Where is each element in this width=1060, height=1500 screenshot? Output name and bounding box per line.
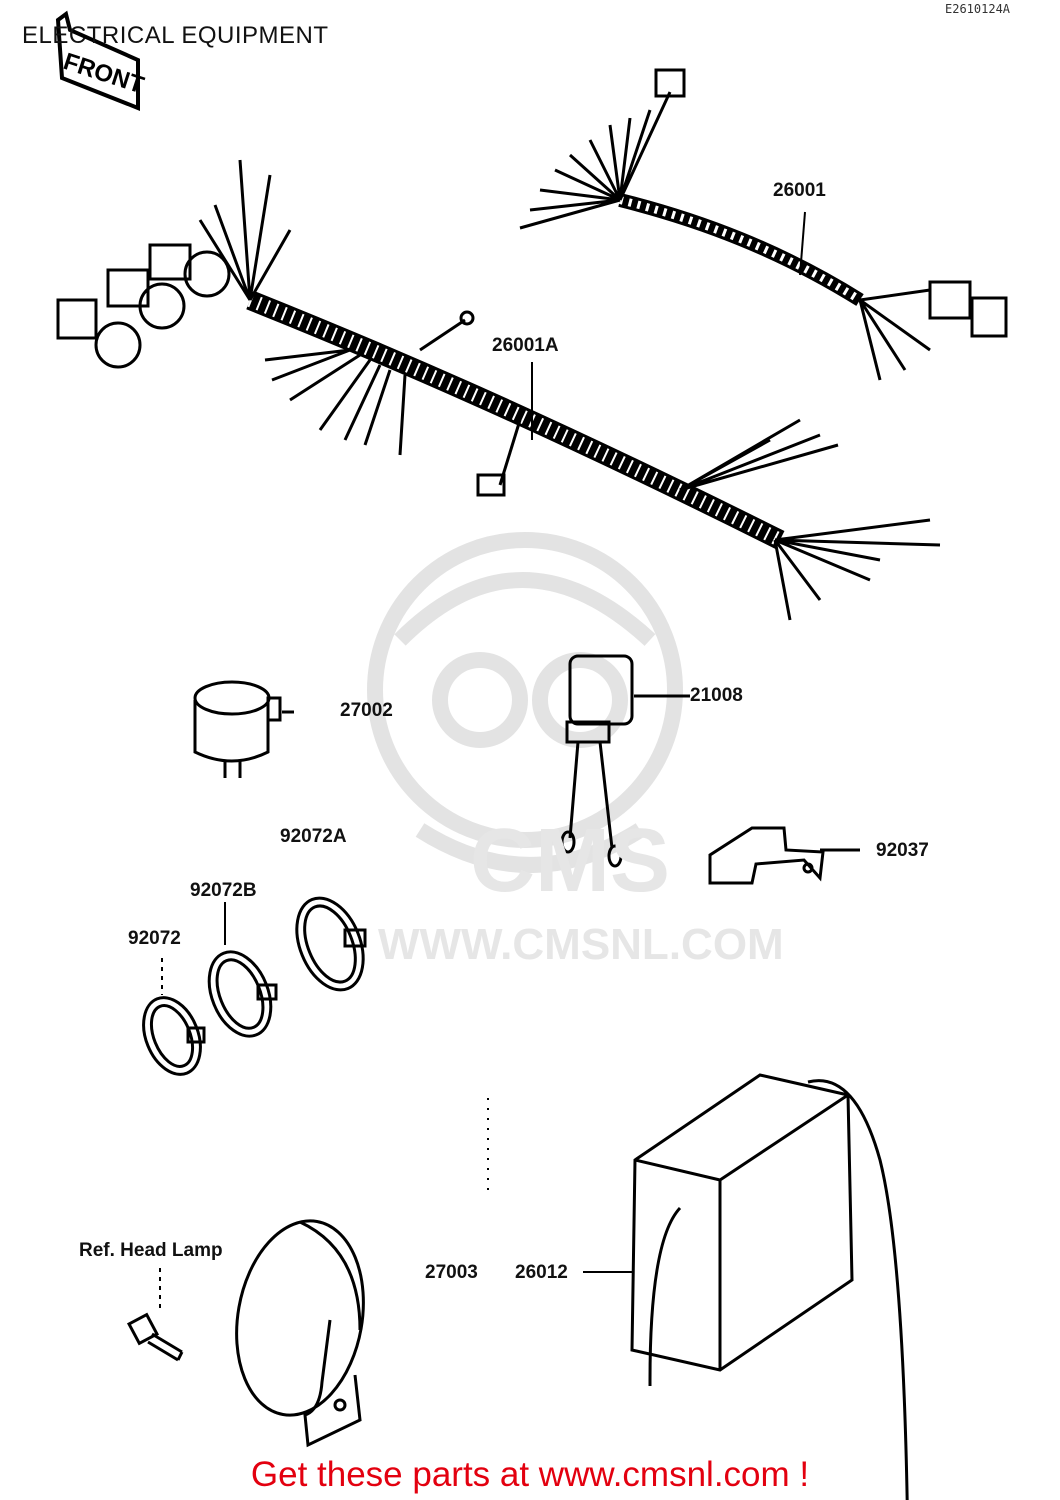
part-label-26001[interactable]: 26001 [773, 180, 826, 201]
reference-head-lamp: Ref. Head Lamp [79, 1240, 223, 1261]
part-label-92072a[interactable]: 92072A [280, 826, 347, 847]
footer-cta-link[interactable]: Get these parts at www.cmsnl.com ! [250, 1455, 810, 1494]
clamp-92072a [295, 896, 367, 992]
fuse-holder-21008 [560, 654, 690, 868]
bracket-92037 [708, 826, 860, 885]
part-label-92037[interactable]: 92037 [876, 840, 929, 861]
page-title: ELECTRICAL EQUIPMENT [22, 22, 329, 49]
leader-lines [159, 211, 806, 1312]
watermark-logo: CMS [470, 811, 670, 911]
battery-26012 [630, 1073, 909, 1500]
clamp-92072b [207, 950, 278, 1038]
part-label-92072b[interactable]: 92072B [190, 880, 257, 901]
horn-27003 [235, 1219, 365, 1448]
part-label-26001a[interactable]: 26001A [492, 335, 559, 356]
part-label-27003[interactable]: 27003 [425, 1262, 478, 1283]
bolt [126, 1312, 184, 1362]
part-label-92072[interactable]: 92072 [128, 928, 181, 949]
harness-26001 [519, 68, 1008, 381]
part-label-21008[interactable]: 21008 [690, 685, 743, 706]
part-label-27002[interactable]: 27002 [340, 700, 393, 721]
watermark-url: WWW.CMSNL.COM [378, 920, 784, 969]
watermark-mascot [367, 532, 683, 873]
clamp-92072 [142, 996, 206, 1076]
relay-27002 [193, 680, 294, 778]
svg-text:FRONT: FRONT [60, 48, 147, 99]
harness-26001a [56, 159, 941, 621]
diagram-code: E2610124A [945, 2, 1011, 16]
part-label-26012[interactable]: 26012 [515, 1262, 568, 1283]
